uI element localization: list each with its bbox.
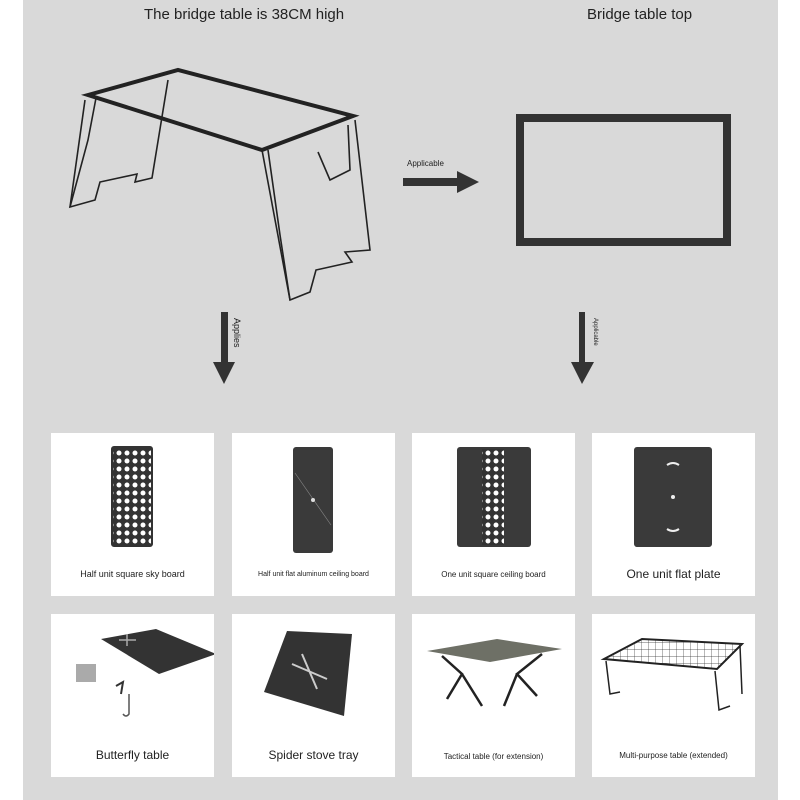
product-card-multi-purpose-table[interactable]: Multi-purpose table (extended) — [592, 614, 755, 777]
table-top-title: Bridge table top — [587, 6, 693, 23]
bridge-table-frame-image — [68, 67, 371, 302]
arrow-right-icon — [403, 171, 479, 193]
product-card-butterfly-table[interactable]: Butterfly table — [51, 614, 214, 777]
arrow-down-left-icon — [213, 312, 235, 384]
applicable-down-label: Applicable — [592, 318, 598, 346]
product-label: One unit square ceiling board — [441, 570, 546, 579]
product-label: Multi-purpose table (extended) — [619, 751, 728, 760]
spider-stove-tray-icon — [264, 631, 352, 716]
product-card-half-flat-board[interactable]: Half unit flat aluminum ceiling board — [232, 433, 395, 596]
tactical-table-icon — [427, 639, 562, 707]
perforated-full-board-icon — [457, 447, 531, 547]
product-card-half-square-board[interactable]: Half unit square sky board — [51, 433, 214, 596]
perforated-half-board-icon — [111, 446, 153, 547]
diagram-graphics — [68, 67, 731, 384]
product-label: Tactical table (for extension) — [443, 752, 544, 761]
arrow-down-right-icon — [571, 312, 594, 384]
product-label: Half unit flat aluminum ceiling board — [258, 571, 369, 578]
table-top-frame-image — [516, 114, 731, 246]
bridge-table-title: The bridge table is 38CM high — [144, 6, 345, 23]
butterfly-table-icon — [76, 629, 214, 717]
product-card-full-square-board[interactable]: One unit square ceiling board — [412, 433, 575, 596]
flat-plate-icon — [634, 447, 712, 547]
mesh-table-icon — [600, 637, 745, 712]
product-label: One unit flat plate — [626, 567, 721, 581]
product-label: Half unit square sky board — [80, 569, 185, 579]
product-label: Spider stove tray — [268, 748, 359, 762]
flat-half-board-icon — [293, 447, 333, 553]
applies-down-label: Applies — [232, 318, 242, 348]
product-card-spider-stove-tray[interactable]: Spider stove tray — [232, 614, 395, 777]
product-label: Butterfly table — [95, 748, 170, 762]
applicable-right-label: Applicable — [407, 159, 444, 168]
product-card-tactical-table[interactable]: Tactical table (for extension) — [412, 614, 575, 777]
product-card-flat-plate[interactable]: One unit flat plate — [592, 433, 755, 596]
